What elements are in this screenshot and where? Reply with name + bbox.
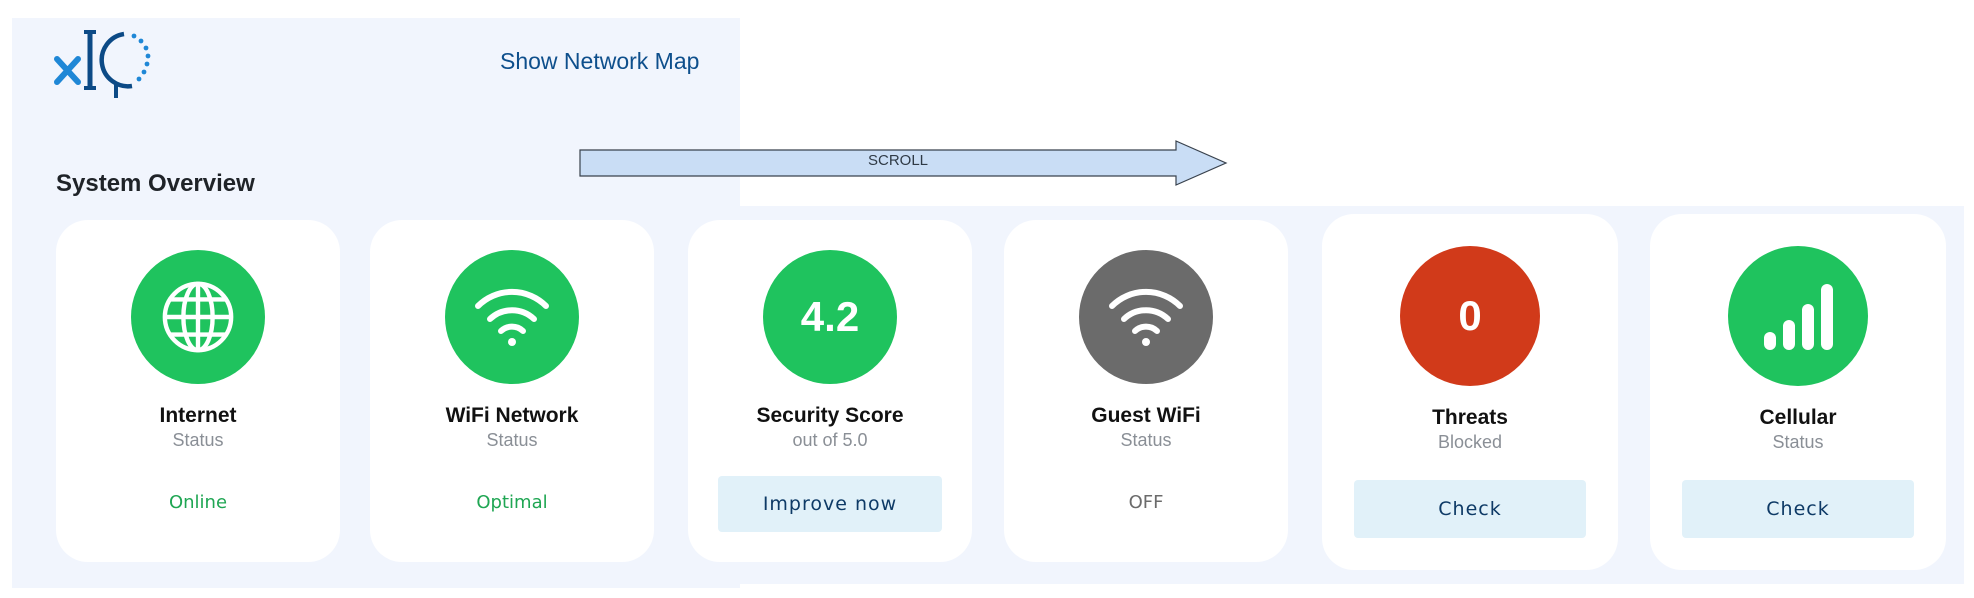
- scroll-arrow: [579, 140, 1228, 186]
- card-subtitle: Blocked: [1437, 432, 1503, 452]
- internet-status-circle: [131, 250, 265, 384]
- threats-count: 0: [1458, 292, 1482, 339]
- show-network-map-link[interactable]: Show Network Map: [500, 48, 700, 74]
- threats-circle: 0: [1400, 246, 1540, 386]
- wifi-icon: [475, 288, 549, 346]
- card-guest-wifi: Guest WiFi Status OFF: [1004, 220, 1288, 562]
- check-threats-button[interactable]: Check: [1354, 480, 1586, 538]
- status-text: Online: [168, 492, 228, 513]
- scroll-label: SCROLL: [867, 152, 929, 169]
- card-title: Security Score: [756, 404, 904, 427]
- card-internet: Internet Status Online: [56, 220, 340, 562]
- xiq-logo: [54, 30, 151, 98]
- card-subtitle: Status: [486, 430, 538, 450]
- card-subtitle: Status: [172, 430, 224, 450]
- globe-icon: [162, 281, 234, 353]
- card-subtitle: Status: [1772, 432, 1824, 452]
- card-cellular: Cellular Status Check: [1650, 214, 1946, 570]
- card-title: Internet: [159, 404, 237, 427]
- card-threats: 0 Threats Blocked Check: [1322, 214, 1618, 570]
- wifi-icon: [1109, 288, 1183, 346]
- security-score-value: 4.2: [800, 293, 860, 340]
- guest-wifi-status-circle: [1079, 250, 1213, 384]
- card-security-score: 4.2 Security Score out of 5.0 Improve no…: [688, 220, 972, 562]
- security-score-circle: 4.2: [763, 250, 897, 384]
- status-text: OFF: [1128, 492, 1164, 513]
- status-text: Optimal: [476, 492, 548, 513]
- card-subtitle: out of 5.0: [792, 430, 868, 450]
- cellular-status-circle: [1728, 246, 1868, 386]
- card-title: WiFi Network: [445, 404, 579, 427]
- card-wifi-network: WiFi Network Status Optimal: [370, 220, 654, 562]
- card-title: Cellular: [1759, 406, 1837, 429]
- improve-now-button[interactable]: Improve now: [718, 476, 942, 532]
- check-cellular-button[interactable]: Check: [1682, 480, 1914, 538]
- signal-bars-icon: [1764, 284, 1833, 350]
- card-subtitle: Status: [1120, 430, 1172, 450]
- card-title: Threats: [1432, 406, 1508, 429]
- wifi-status-circle: [445, 250, 579, 384]
- section-title: System Overview: [56, 170, 255, 197]
- card-title: Guest WiFi: [1091, 404, 1201, 427]
